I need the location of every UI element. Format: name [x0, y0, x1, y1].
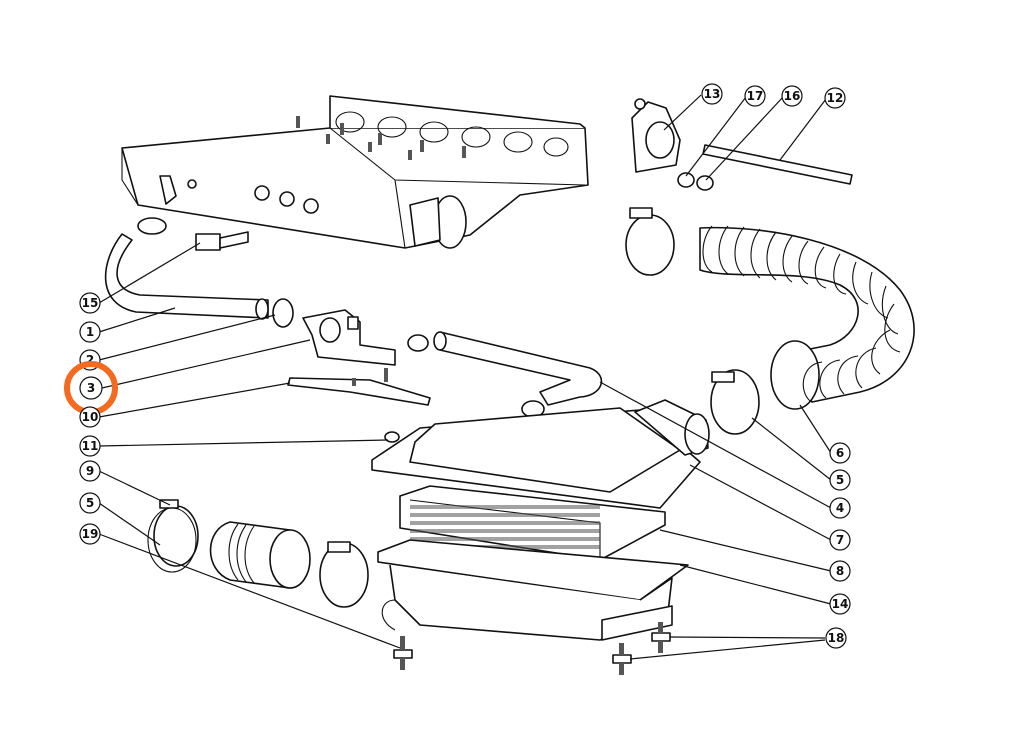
svg-text:17: 17 — [747, 89, 764, 103]
svg-text:11: 11 — [82, 439, 99, 453]
callout-15: 15 — [79, 292, 101, 314]
callout-7: 7 — [829, 529, 851, 551]
callout-17: 17 — [744, 85, 766, 107]
callout-10: 10 — [79, 406, 101, 428]
svg-text:13: 13 — [704, 87, 721, 101]
svg-text:9: 9 — [86, 464, 94, 478]
hose-clamp-2 — [272, 298, 294, 328]
nut-16 — [696, 175, 714, 191]
clamp-9 — [153, 499, 199, 567]
callout-9: 9 — [79, 460, 101, 482]
callout-14: 14 — [829, 593, 851, 615]
clamp-5-right — [710, 369, 760, 435]
svg-text:5: 5 — [836, 473, 844, 487]
svg-text:12: 12 — [827, 91, 844, 105]
svg-text:4: 4 — [836, 501, 844, 515]
callout-18: 18 — [825, 627, 847, 649]
leader-lines — [98, 94, 832, 660]
svg-text:15: 15 — [82, 296, 99, 310]
svg-text:14: 14 — [832, 597, 849, 611]
callout-1: 1 — [79, 321, 101, 343]
callout-5-right: 5 — [829, 469, 851, 491]
screw-11 — [384, 431, 400, 443]
callout-6: 6 — [829, 442, 851, 464]
svg-text:8: 8 — [836, 564, 844, 578]
callout-4: 4 — [829, 497, 851, 519]
clamp-5-left — [147, 507, 197, 573]
air-box-upper-7 — [371, 399, 710, 509]
svg-text:18: 18 — [828, 631, 845, 645]
svg-text:7: 7 — [836, 533, 844, 547]
mounting-plate-10 — [287, 368, 431, 406]
hose-4 — [407, 331, 603, 418]
air-box-lower-14 — [377, 539, 689, 641]
svg-text:5: 5 — [86, 496, 94, 510]
callout-8: 8 — [829, 560, 851, 582]
callout-11: 11 — [79, 435, 101, 457]
svg-text:3: 3 — [87, 381, 95, 395]
callout-12: 12 — [824, 87, 846, 109]
svg-text:19: 19 — [82, 527, 99, 541]
hose-1 — [104, 233, 269, 320]
clamp-top-left — [137, 217, 167, 235]
temperature-sensor — [195, 231, 249, 251]
intake-manifold — [121, 95, 589, 249]
svg-text:2: 2 — [86, 353, 94, 367]
rubber-mount-19 — [393, 636, 413, 670]
rubber-sleeve — [209, 521, 311, 589]
washer-17 — [677, 172, 695, 188]
callout-16: 16 — [781, 85, 803, 107]
bracket-3 — [302, 309, 396, 366]
callout-5-left: 5 — [79, 492, 101, 514]
rubber-mount-18b — [612, 643, 632, 675]
air-filter-8 — [399, 485, 666, 561]
vacuum-tube-12 — [702, 144, 853, 185]
callout-3: 3 — [79, 376, 103, 400]
svg-text:1: 1 — [86, 325, 94, 339]
svg-text:16: 16 — [784, 89, 801, 103]
clamp-lower-center — [319, 541, 369, 608]
corrugated-hose-6 — [699, 225, 915, 410]
callout-13: 13 — [701, 83, 723, 105]
callout-19: 19 — [79, 523, 101, 545]
svg-text:6: 6 — [836, 446, 844, 460]
pressure-sensor-13 — [631, 98, 681, 173]
clamp-top-right — [625, 207, 675, 276]
svg-text:10: 10 — [82, 410, 99, 424]
